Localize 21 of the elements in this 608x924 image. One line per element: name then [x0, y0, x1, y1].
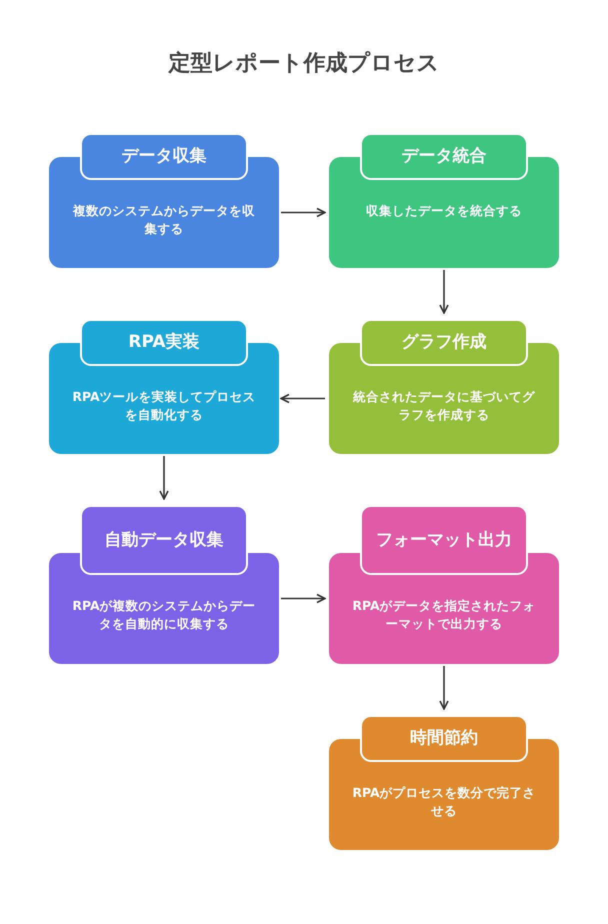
- step-description: RPAが複数のシステムからデータを自動的に収集する: [71, 597, 257, 634]
- step-description: 複数のシステムからデータを収集する: [72, 202, 256, 238]
- step-description: RPAがデータを指定されたフォーマットで出力する: [351, 597, 537, 634]
- arrow: [280, 394, 325, 404]
- step-heading: データ収集: [80, 133, 248, 180]
- step-heading: グラフ作成: [360, 319, 528, 366]
- step-description: 統合されたデータに基づいてグラフを作成する: [352, 388, 536, 424]
- arrow: [439, 666, 449, 710]
- diagram-title: 定型レポート作成プロセス: [167, 50, 440, 78]
- step-heading: データ統合: [360, 133, 528, 180]
- step-heading: 時間節約: [360, 715, 528, 762]
- arrow: [439, 270, 449, 314]
- arrow: [281, 594, 326, 604]
- step-description: 収集したデータを統合する: [365, 202, 523, 220]
- arrow: [281, 208, 326, 218]
- step-description: RPAがプロセスを数分で完了させる: [351, 784, 537, 820]
- step-heading: RPA実装: [80, 319, 248, 366]
- step-heading: フォーマット出力: [360, 505, 528, 575]
- step-heading: 自動データ収集: [80, 505, 248, 575]
- arrow: [159, 456, 169, 500]
- step-description: RPAツールを実装してプロセスを自動化する: [71, 388, 257, 424]
